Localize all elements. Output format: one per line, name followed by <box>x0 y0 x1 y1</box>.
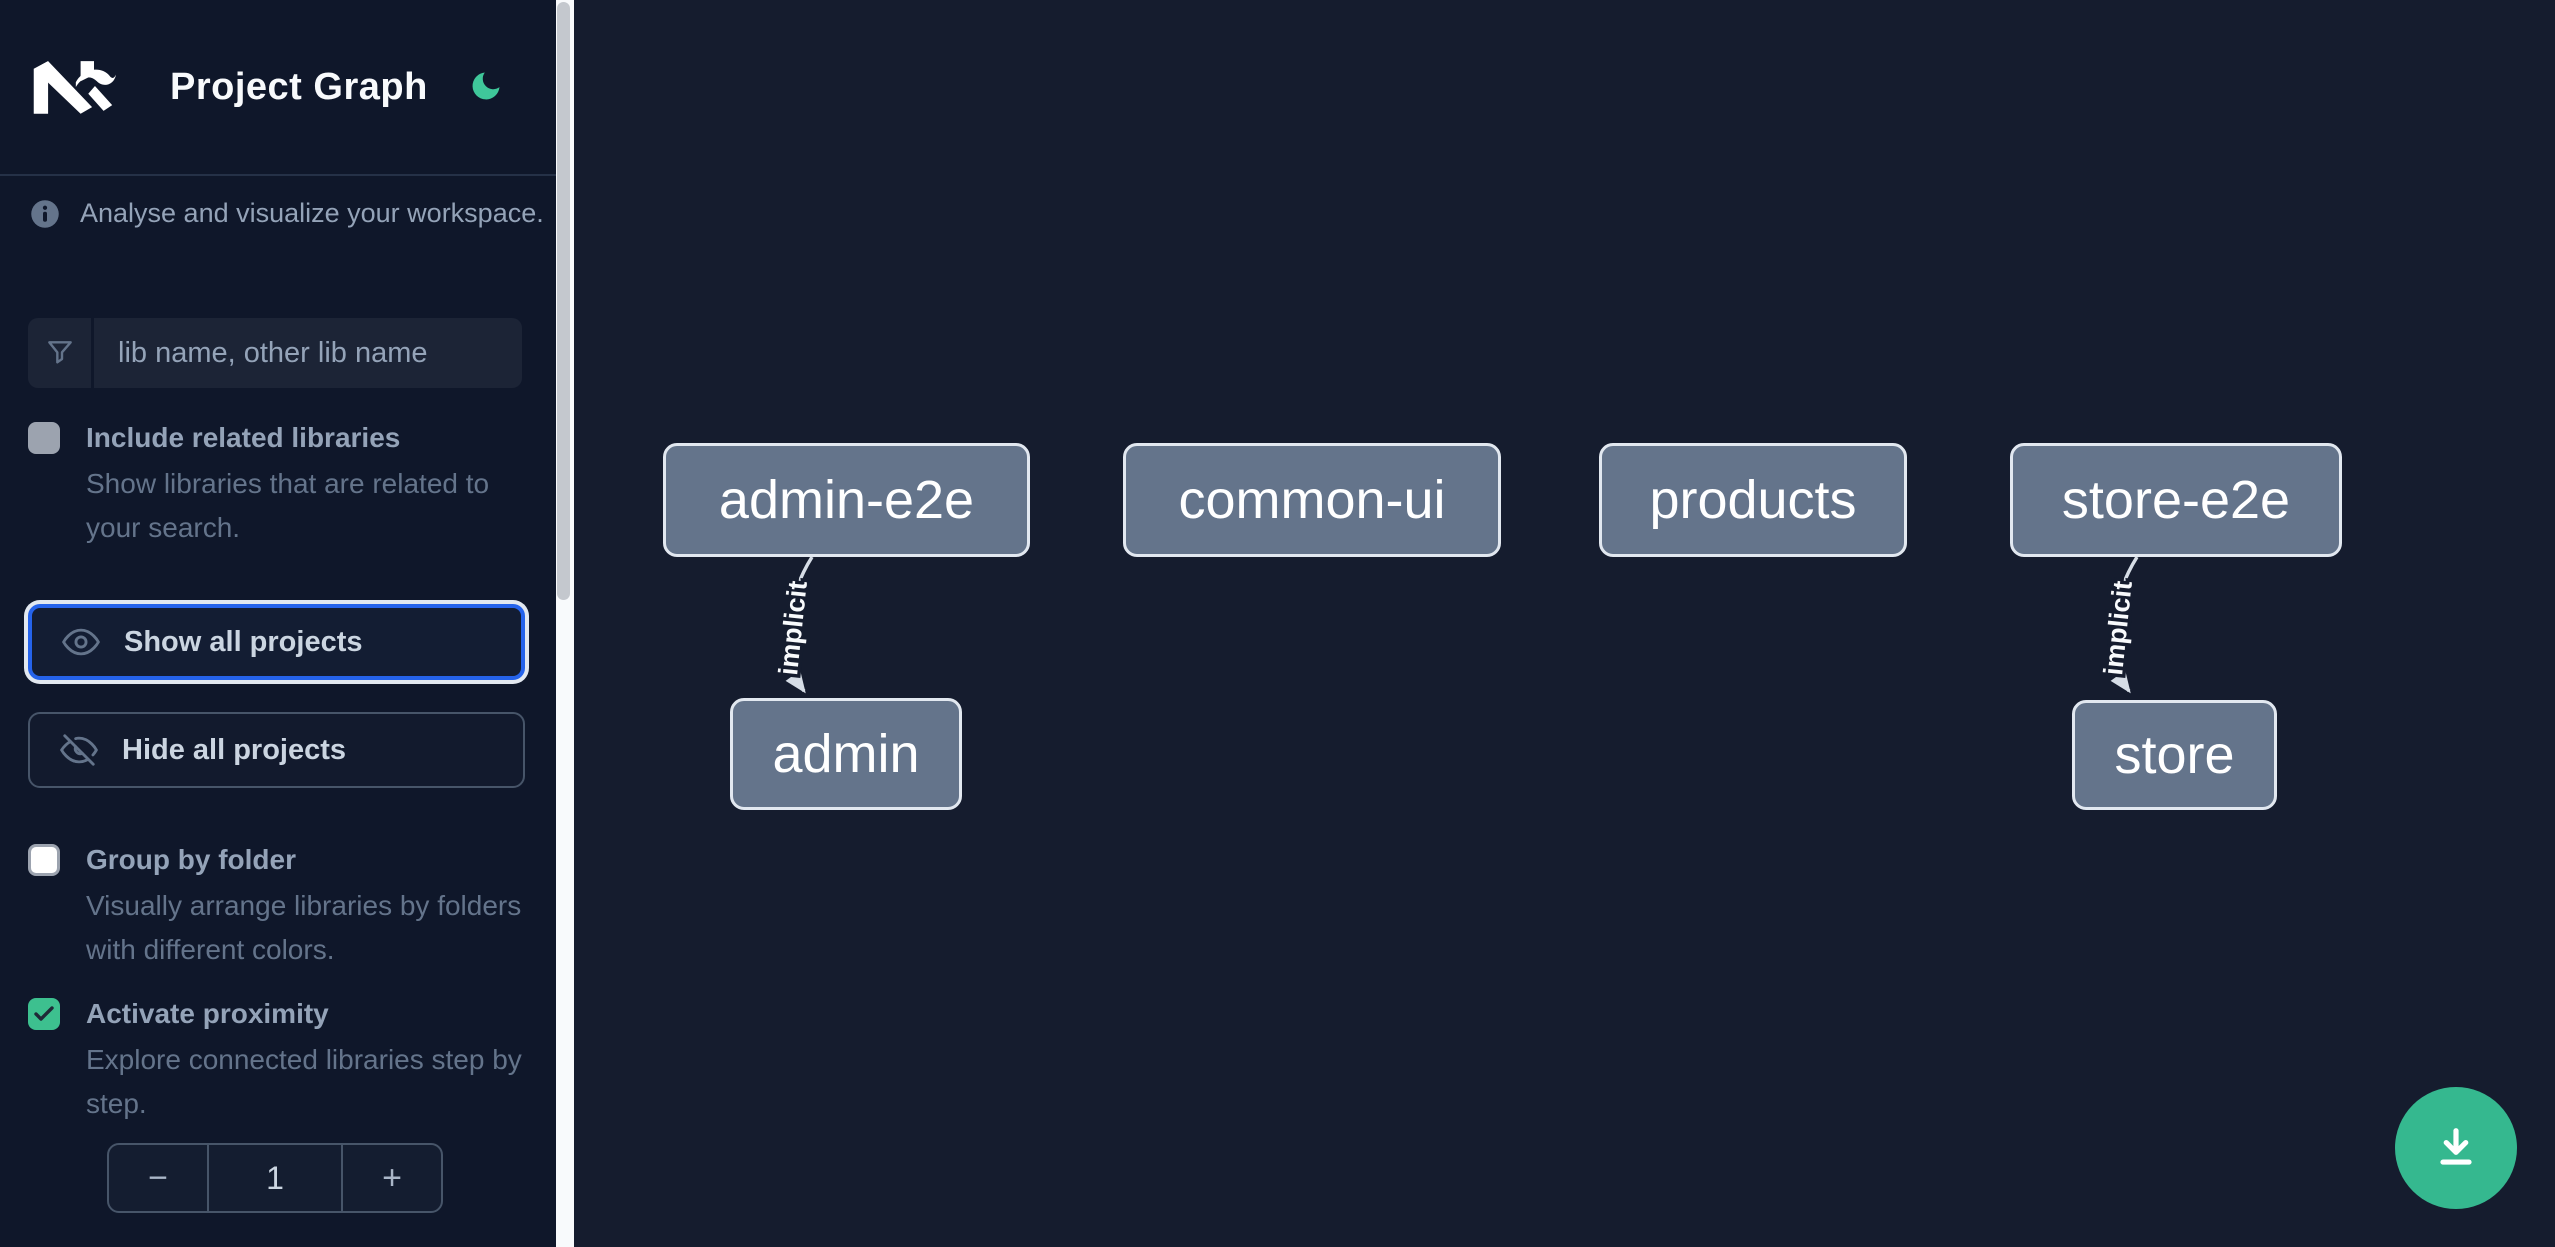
graph-node-admin[interactable]: admin <box>730 698 962 810</box>
workspace-info: Analyse and visualize your workspace. <box>30 198 544 229</box>
sidebar-header: Project Graph <box>0 0 556 176</box>
page-title: Project Graph <box>170 65 428 108</box>
edge-store-e2e-to-store[interactable] <box>2110 556 2139 694</box>
download-image-button[interactable] <box>2395 1087 2517 1209</box>
info-icon <box>31 199 59 228</box>
workspace-info-text: Analyse and visualize your workspace. <box>80 198 544 228</box>
node-label: common-ui <box>1178 470 1446 530</box>
eye-icon <box>62 628 100 656</box>
activate-proximity-text: Activate proximity Explore connected lib… <box>86 996 528 1126</box>
edge-admin-e2e-to-admin[interactable] <box>785 556 814 694</box>
edge-label-implicit-admin: implicit <box>773 579 813 676</box>
include-related-text: Include related libraries Show libraries… <box>86 420 528 550</box>
filter-icon-cell <box>28 318 94 388</box>
activate-proximity-label: Activate proximity <box>86 998 329 1029</box>
show-all-projects-button[interactable]: Show all projects <box>28 604 525 680</box>
download-icon <box>2440 1128 2472 1165</box>
group-by-folder-description: Visually arrange libraries by folders wi… <box>86 890 522 965</box>
node-label: products <box>1649 470 1857 530</box>
graph-node-store-e2e[interactable]: store-e2e <box>2010 443 2342 557</box>
graph-node-admin-e2e[interactable]: admin-e2e <box>663 443 1030 557</box>
moon-icon <box>472 72 500 100</box>
activate-proximity-checkbox[interactable] <box>28 998 60 1030</box>
graph-node-common-ui[interactable]: common-ui <box>1123 443 1501 557</box>
search-input[interactable] <box>94 318 522 388</box>
sidebar: Project Graph Analyse and visualize your… <box>0 0 556 1247</box>
nx-logo <box>33 61 116 114</box>
node-label: store-e2e <box>2061 470 2291 530</box>
group-by-folder-label: Group by folder <box>86 844 296 875</box>
filter-icon <box>47 341 72 364</box>
include-related-description: Show libraries that are related to your … <box>86 468 490 543</box>
graph-node-products[interactable]: products <box>1599 443 1907 557</box>
include-related-checkbox[interactable] <box>28 422 60 454</box>
checkmark-icon <box>34 1006 54 1021</box>
edge-label-implicit-store: implicit <box>2098 579 2138 676</box>
node-label: admin-e2e <box>718 470 975 530</box>
scrollbar-thumb[interactable] <box>557 2 570 600</box>
include-related-label: Include related libraries <box>86 422 401 453</box>
hide-all-projects-label: Hide all projects <box>122 733 347 766</box>
graph-edges-layer: implicit implicit <box>770 556 2141 694</box>
increment-button[interactable]: + <box>343 1145 441 1211</box>
show-all-projects-label: Show all projects <box>124 625 363 658</box>
decrement-button[interactable]: − <box>109 1145 207 1211</box>
theme-toggle-button[interactable] <box>468 66 504 106</box>
group-by-folder-text: Group by folder Visually arrange librari… <box>86 842 528 972</box>
node-label: store <box>2114 725 2235 785</box>
proximity-depth-stepper: − 1 + <box>107 1143 443 1213</box>
group-by-folder-row: Group by folder Visually arrange librari… <box>28 842 528 972</box>
group-by-folder-checkbox[interactable] <box>28 844 60 876</box>
proximity-depth-value: 1 <box>207 1145 343 1211</box>
sidebar-scrollbar[interactable] <box>556 0 574 1247</box>
node-label: admin <box>772 724 920 784</box>
activate-proximity-description: Explore connected libraries step by step… <box>86 1044 522 1119</box>
include-related-row: Include related libraries Show libraries… <box>28 420 528 550</box>
graph-canvas[interactable]: implicit implicit admin-e2e common-ui pr… <box>574 0 2555 1247</box>
activate-proximity-row: Activate proximity Explore connected lib… <box>28 996 528 1126</box>
hide-all-projects-button[interactable]: Hide all projects <box>28 712 525 788</box>
eye-slash-icon <box>60 734 98 766</box>
search-box <box>28 318 522 388</box>
graph-node-store[interactable]: store <box>2072 700 2277 810</box>
